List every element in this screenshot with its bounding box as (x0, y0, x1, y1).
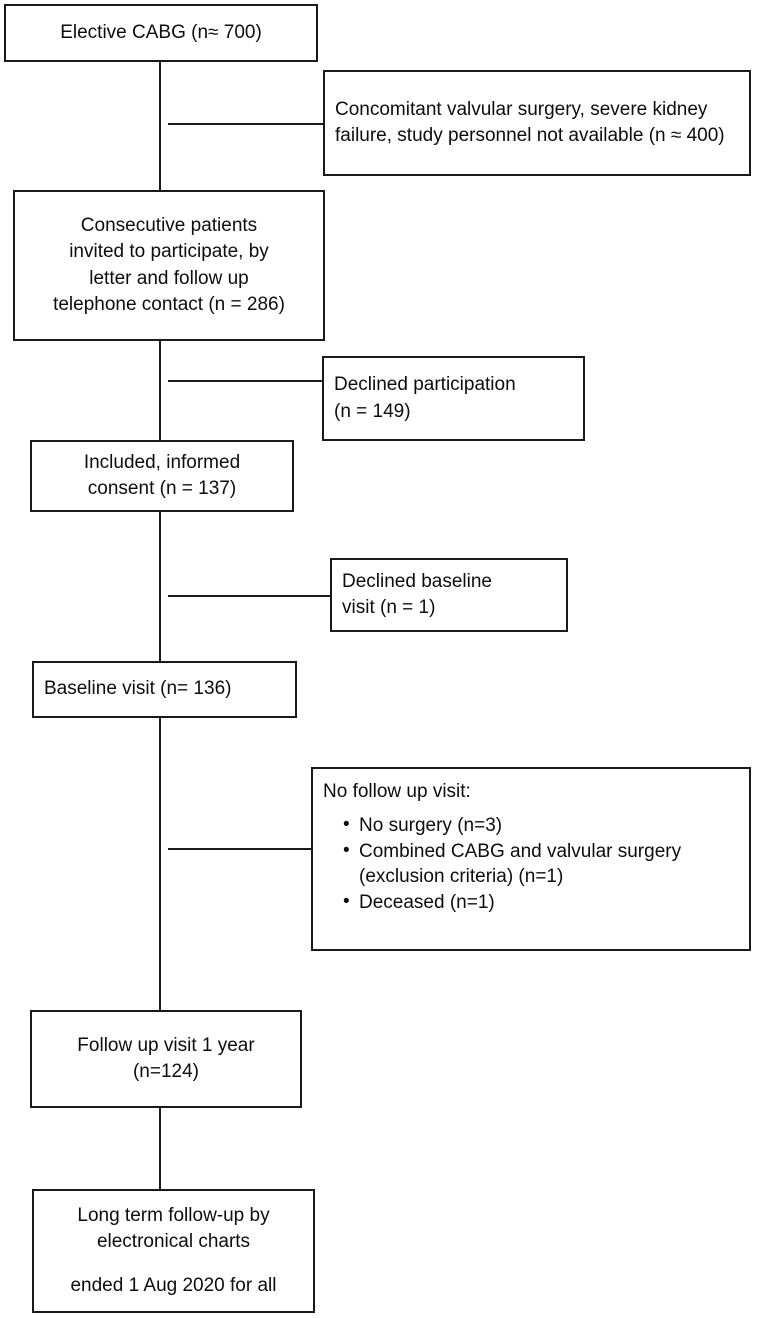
connector-invited-to-included (159, 341, 161, 440)
node-declined-participation-label: Declined participation (n = 149) (334, 374, 516, 422)
no-follow-up-bullet-list: No surgery (n=3) Combined CABG and valvu… (313, 812, 749, 916)
connector-baseline-to-no-followup (168, 848, 312, 850)
bullet-deceased: Deceased (n=1) (343, 889, 749, 915)
connector-included-to-declined-baseline (168, 595, 331, 597)
bullet-no-surgery: No surgery (n=3) (343, 812, 749, 838)
node-invited-label: Consecutive patients invited to particip… (53, 215, 285, 315)
node-baseline-visit: Baseline visit (n= 136) (32, 661, 297, 718)
node-no-follow-up-title: No follow up visit: (323, 781, 471, 802)
node-included-label: Included, informed consent (n = 137) (83, 451, 241, 499)
node-followup-1-year-label: Follow up visit 1 year (n=124) (77, 1034, 255, 1082)
connector-baseline-to-followup (159, 718, 161, 1010)
node-declined-participation: Declined participation (n = 149) (322, 356, 585, 441)
connector-included-to-baseline (159, 512, 161, 661)
node-baseline-visit-label: Baseline visit (n= 136) (44, 678, 232, 700)
node-included: Included, informed consent (n = 137) (30, 440, 294, 512)
node-followup-1-year: Follow up visit 1 year (n=124) (30, 1010, 302, 1108)
connector-invited-to-declined (168, 380, 323, 382)
node-long-term-followup-label-1: Long term follow-up by electronical char… (77, 1204, 270, 1252)
node-elective-cabg-label: Elective CABG (n≈ 700) (60, 21, 262, 43)
node-declined-baseline-label: Declined baseline visit (n = 1) (342, 570, 492, 618)
connector-eligible-to-excluded (168, 123, 323, 125)
connector-followup-to-longterm (159, 1108, 161, 1189)
connector-eligible-to-invited (159, 62, 161, 190)
node-excluded-screening: Concomitant valvular surgery, severe kid… (323, 70, 751, 176)
node-excluded-screening-label: Concomitant valvular surgery, severe kid… (335, 98, 725, 146)
node-invited: Consecutive patients invited to particip… (13, 190, 325, 341)
node-elective-cabg: Elective CABG (n≈ 700) (4, 4, 318, 62)
node-long-term-followup-label-2: ended 1 Aug 2020 for all (70, 1275, 277, 1297)
node-no-follow-up-visit: No follow up visit: No surgery (n=3) Com… (311, 767, 751, 951)
node-long-term-followup: Long term follow-up by electronical char… (32, 1189, 315, 1313)
bullet-combined-cabg-valvular: Combined CABG and valvular surgery (excl… (343, 838, 749, 889)
node-declined-baseline: Declined baseline visit (n = 1) (330, 558, 568, 632)
